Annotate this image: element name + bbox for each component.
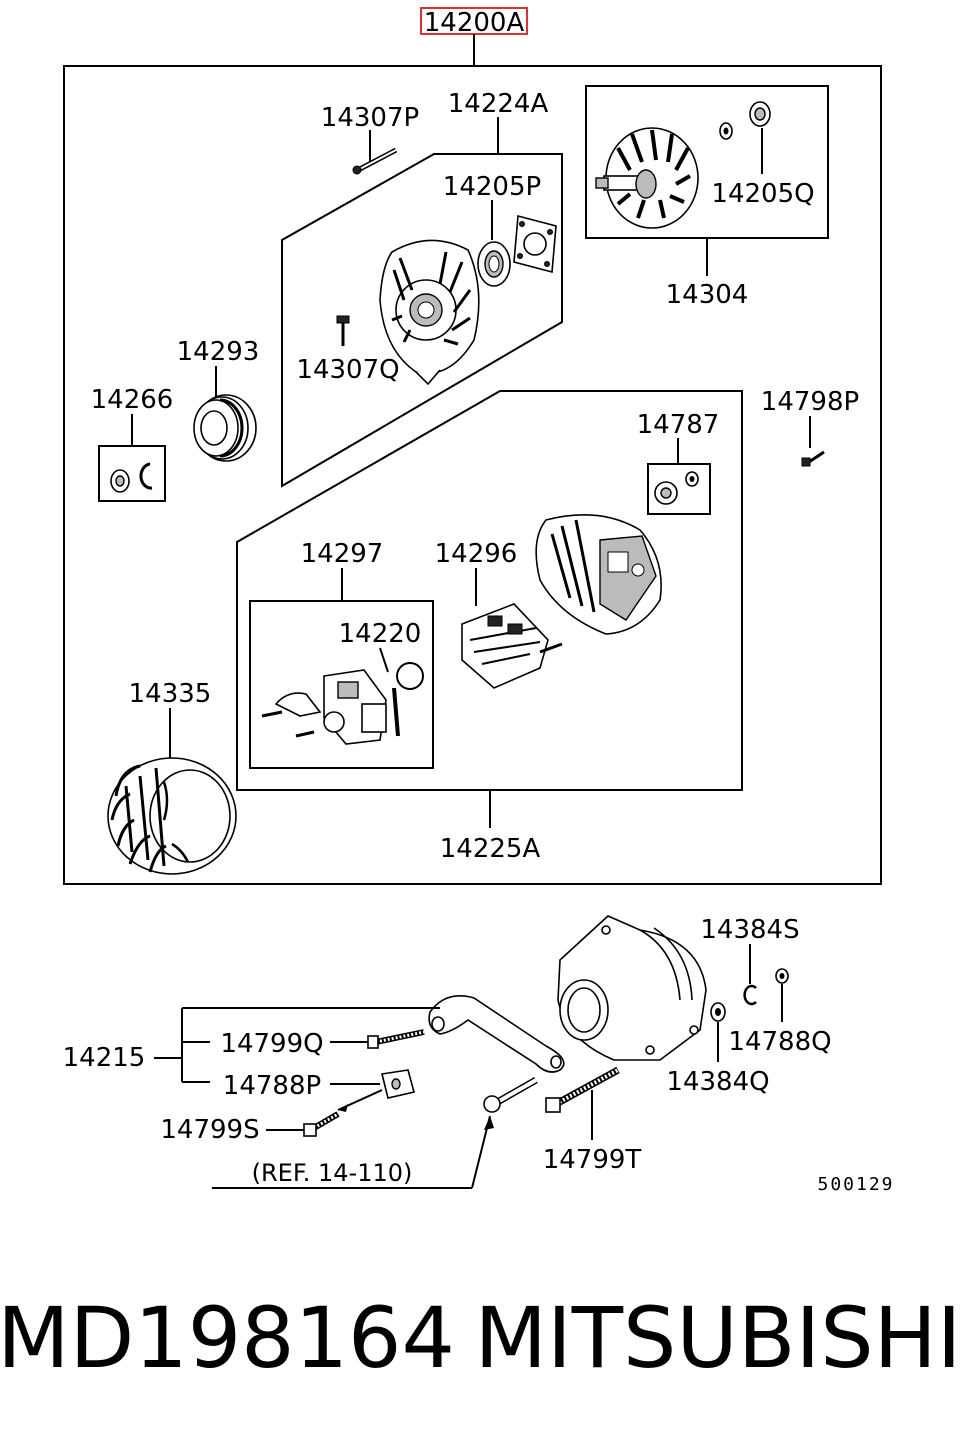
stator-14335-icon [107,757,237,875]
label-14304[interactable]: 14304 [666,280,749,310]
label-14384S[interactable]: 14384S [700,915,799,945]
bearing-14205Q-icon [749,101,771,127]
label-14335[interactable]: 14335 [129,679,212,709]
nut-washer-box [98,445,166,502]
regulator-box [249,600,434,769]
rectifier-14296-icon [461,603,563,689]
label-14225A[interactable]: 14225A [440,834,541,864]
regulator-14297-icon [261,662,424,745]
label-14205Q[interactable]: 14205Q [711,179,814,209]
washer-14384Q-icon [710,1002,726,1022]
pulley-14293-icon [193,394,257,462]
insulator-box [647,463,711,515]
rotor-14304-icon [595,127,699,229]
label-14307P[interactable]: 14307P [321,103,419,133]
brand-caption: MITSUBISHI [474,1289,960,1387]
front-housing-14224A-icon [379,239,480,386]
alternator-body-icon [557,915,707,1061]
assembly-frame [63,65,882,885]
label-14788P[interactable]: 14788P [223,1071,321,1101]
front-housing-box [281,153,563,488]
label-14293[interactable]: 14293 [177,337,260,367]
washer-14384S-icon [743,984,757,1006]
bolt-14307P-icon [352,147,398,175]
label-14224A[interactable]: 14224A [448,89,549,119]
insulator-14787-icon [654,471,699,505]
label-14799Q[interactable]: 14799Q [220,1029,323,1059]
screw-14307Q-icon [336,315,350,346]
nut-14788P-icon [381,1069,415,1099]
label-14787[interactable]: 14787 [637,410,720,440]
bracket-14215-icon [428,995,565,1073]
bolt-14799S-icon [303,1111,340,1137]
label-14220[interactable]: 14220 [339,619,422,649]
label-14205P[interactable]: 14205P [443,172,541,202]
bolt-ref-icon [483,1076,538,1113]
label-14266[interactable]: 14266 [91,385,174,415]
label-14215[interactable]: 14215 [63,1043,146,1073]
label-14799S[interactable]: 14799S [160,1115,259,1145]
bolt-14799T-icon [545,1066,620,1113]
rear-housing-icon [535,514,662,635]
figure-code: 500129 [817,1174,894,1195]
reference-label[interactable]: (REF. 14-110) [252,1159,413,1187]
label-14307Q[interactable]: 14307Q [296,355,399,385]
bolt-14799Q-icon [367,1029,425,1049]
nut-14266-icon [110,462,153,493]
washer-small-icon [719,122,733,140]
rear-housing-box [236,390,743,791]
screw-14798P-icon [801,450,825,467]
label-14296[interactable]: 14296 [435,539,518,569]
bearing-14205P-icon [477,241,511,287]
label-14297[interactable]: 14297 [301,539,384,569]
part-number-caption: MD198164 [0,1289,455,1387]
label-14798P[interactable]: 14798P [761,387,859,417]
nut-14788Q-icon [775,968,789,984]
label-14799T[interactable]: 14799T [543,1145,642,1175]
label-14384Q[interactable]: 14384Q [666,1067,769,1097]
retainer-plate-icon [513,214,557,274]
label-14788Q[interactable]: 14788Q [728,1027,831,1057]
assembly-number-label[interactable]: 14200A [424,8,525,38]
